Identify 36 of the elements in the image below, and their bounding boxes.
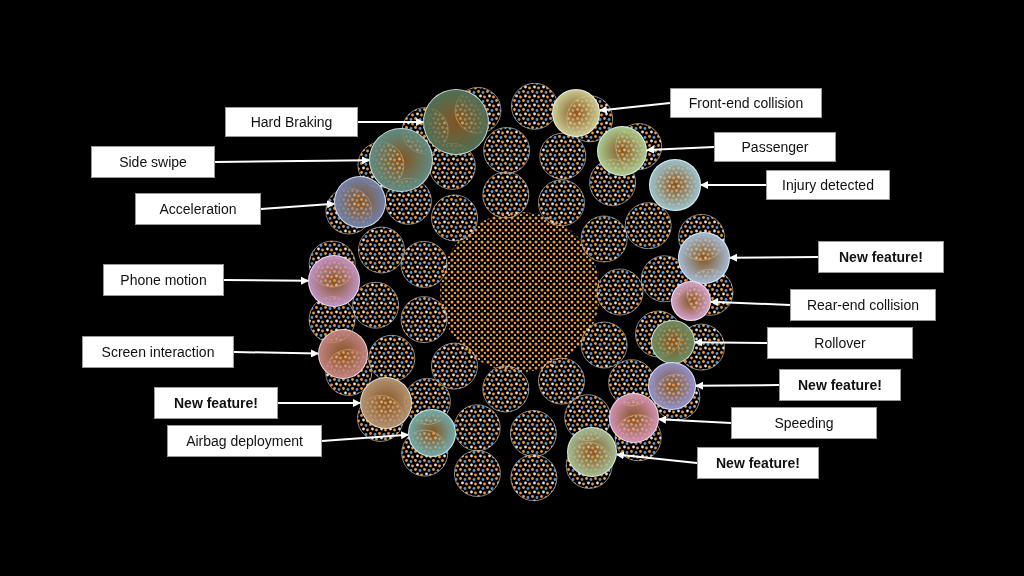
arrow (357, 118, 424, 126)
label-box: New feature! (818, 241, 944, 273)
label-box: Side swipe (91, 146, 215, 178)
label-box: Front-end collision (670, 88, 822, 118)
arrow (214, 156, 370, 165)
label-box: New feature! (697, 447, 819, 479)
arrow (646, 145, 715, 154)
highlighted-cluster-circle (552, 89, 600, 137)
label-box: Phone motion (103, 264, 224, 296)
highlighted-cluster-circle (318, 329, 368, 379)
arrow (657, 415, 732, 424)
label-box: Hard Braking (225, 107, 358, 137)
label-box: Acceleration (135, 193, 261, 225)
label-box: New feature! (779, 369, 901, 401)
label-box: Injury detected (766, 170, 890, 200)
arrow (223, 276, 309, 285)
highlighted-cluster-circle (334, 176, 386, 228)
label-box: Airbag deployment (167, 425, 322, 457)
label-box: Rollover (767, 327, 913, 359)
label-box: Speeding (731, 407, 877, 439)
arrow (233, 349, 319, 358)
arrow (260, 200, 336, 210)
arrow (321, 431, 410, 442)
highlighted-cluster-circle (649, 159, 701, 211)
label-box: Rear-end collision (790, 289, 936, 321)
arrow (729, 253, 819, 262)
arrow (710, 298, 791, 307)
arrow (694, 338, 768, 347)
label-box: Screen interaction (82, 336, 234, 368)
arrow (700, 181, 767, 189)
label-box: Passenger (714, 132, 836, 162)
arrow (277, 399, 361, 407)
arrow (598, 102, 671, 114)
label-box: New feature! (154, 387, 278, 419)
arrow (695, 381, 780, 390)
arrow (615, 451, 698, 464)
